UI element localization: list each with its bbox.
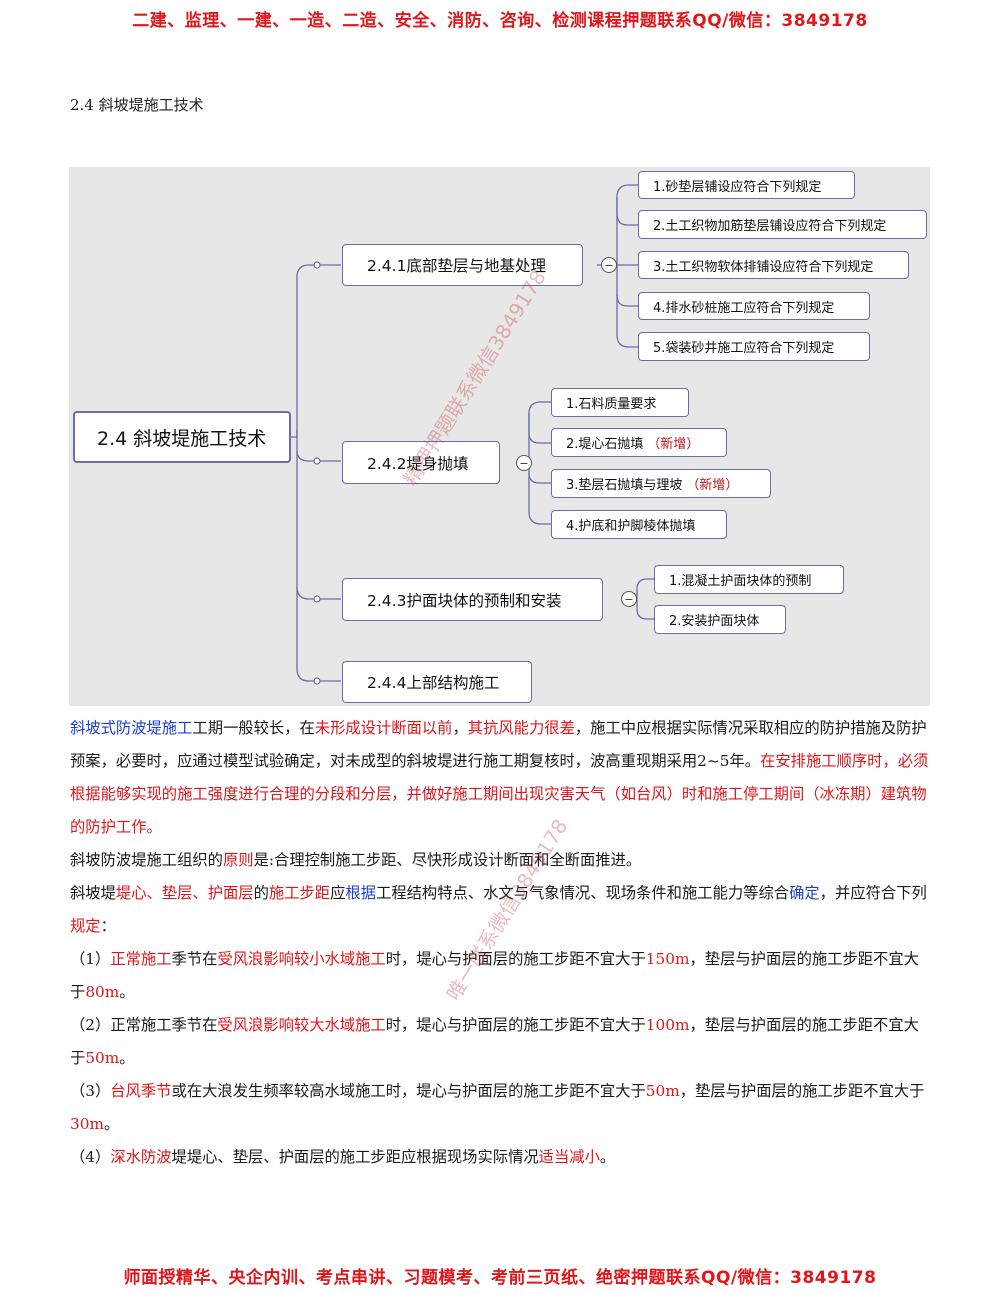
mind-map: 2.4 斜坡堤施工技术 2.4.1底部垫层与地基处理 − 1.砂垫层铺设应符合下…	[69, 167, 930, 706]
text-span: 。	[599, 1148, 616, 1166]
branch-2-4-3[interactable]: 2.4.3护面块体的预制和安装	[342, 578, 603, 621]
leaf-2-4-1-1[interactable]: 1.砂垫层铺设应符合下列规定	[638, 171, 855, 199]
leaf-label: 3.垫层石抛填与理坡	[566, 478, 683, 493]
text-span: 在安排施工顺序时，必须根据能够实现的施工强度进行合理的分段和分层，并做好施工期间…	[70, 752, 929, 836]
leaf-2-4-2-1[interactable]: 1.石料质量要求	[551, 388, 689, 417]
top-contact-banner: 二建、监理、一建、一造、二造、安全、消防、咨询、检测课程押题联系QQ/微信：38…	[132, 11, 868, 31]
text-span: ，	[452, 719, 468, 737]
leaf-2-4-3-1[interactable]: 1.混凝土护面块体的预制	[654, 565, 844, 594]
branch-2-4-4[interactable]: 2.4.4上部结构施工	[342, 661, 532, 703]
text-span: 正常施工	[110, 950, 172, 968]
text-span: 堤心、垫层、护面层	[115, 884, 254, 902]
text-span: 其抗风能力很差	[467, 719, 575, 737]
collapse-icon[interactable]: −	[601, 257, 617, 273]
text-span: （2）正常施工季节在	[70, 1016, 218, 1034]
new-badge: （新增）	[647, 437, 700, 452]
text-span: 工程结构特点、水文与气象情况、现场条件和施工能力等综合	[376, 884, 790, 902]
leaf-2-4-1-5[interactable]: 5.袋装砂井施工应符合下列规定	[638, 332, 870, 361]
text-span: ，垫层与护面层的施工步距不宜大于	[70, 1016, 919, 1067]
rule-item-1: （1）正常施工季节在受风浪影响较小水域施工时，堤心与护面层的施工步距不宜大于15…	[70, 943, 932, 1009]
text-span: 50m	[645, 1082, 680, 1100]
collapse-icon[interactable]: −	[621, 591, 637, 607]
leaf-2-4-3-2[interactable]: 2.安装护面块体	[654, 605, 786, 634]
leaf-label: 2.堤心石抛填	[566, 437, 644, 452]
leaf-2-4-1-2[interactable]: 2.土工织物加筋垫层铺设应符合下列规定	[638, 210, 927, 239]
text-span: 确定	[789, 884, 820, 902]
text-span: 80m	[85, 983, 120, 1001]
section-heading: 2.4 斜坡堤施工技术	[70, 96, 204, 114]
rule-item-3: （3）台风季节或在大浪发生频率较高水域施工时，堤心与护面层的施工步距不宜大于50…	[70, 1075, 932, 1141]
leaf-2-4-2-4[interactable]: 4.护底和护脚棱体抛填	[551, 510, 727, 539]
text-span: 100m	[645, 1016, 690, 1034]
collapse-icon[interactable]: −	[516, 455, 532, 471]
text-span: 。	[119, 1049, 135, 1067]
text-span: 堤堤心、垫层、护面层的施工步距应根据现场实际情况	[171, 1148, 539, 1166]
branch-2-4-2[interactable]: 2.4.2堤身抛填	[342, 441, 500, 484]
text-span: （1）	[70, 950, 111, 968]
text-span: ：	[100, 917, 116, 935]
text-span: 。	[119, 983, 135, 1001]
text-span: 斜坡防波堤施工组织的	[70, 851, 223, 869]
text-span: 根据	[345, 884, 377, 902]
text-span: 时，堤心与护面层的施工步距不宜大于	[385, 1016, 646, 1034]
text-span: 是:合理控制施工步距、尽快形成设计断面和全断面推进。	[253, 851, 642, 869]
paragraph-step-distance: 斜坡堤堤心、垫层、护面层的施工步距应根据工程结构特点、水文与气象情况、现场条件和…	[70, 877, 932, 943]
bottom-contact-banner: 师面授精华、央企内训、考点串讲、习题模考、考前三页纸、绝密押题联系QQ/微信：3…	[123, 1268, 877, 1288]
text-span: 深水防波	[110, 1148, 172, 1166]
mind-map-connectors	[291, 184, 654, 685]
text-span: ，并应符合下列	[819, 884, 927, 902]
text-span: 应	[330, 884, 346, 902]
text-span: 30m	[70, 1115, 104, 1133]
text-span: ，施工中应根据实际情况采取相应的防护措施及防护预案，必要时，应通过模型试验确定，…	[70, 719, 927, 770]
text-span: （3）	[70, 1082, 111, 1100]
text-span: 受风浪影响较小水域施工	[217, 950, 386, 968]
text-span: 时，堤心与护面层的施工步距不宜大于	[385, 950, 646, 968]
text-span: 季节在	[171, 950, 218, 968]
text-span: 适当减小	[538, 1148, 600, 1166]
text-span: 原则	[222, 851, 254, 869]
rule-item-2: （2）正常施工季节在受风浪影响较大水域施工时，堤心与护面层的施工步距不宜大于10…	[70, 1009, 932, 1075]
text-span: 斜坡式防波堤施工	[70, 719, 193, 737]
text-span: 受风浪影响较大水域施工	[217, 1016, 386, 1034]
text-span: 。	[103, 1115, 120, 1133]
text-span: ，垫层与护面层的施工步距不宜大于	[679, 1082, 925, 1100]
text-span: 工期一般较长，在	[192, 719, 315, 737]
leaf-2-4-1-3[interactable]: 3.土工织物软体排铺设应符合下列规定	[638, 251, 909, 279]
body-text: 斜坡式防波堤施工工期一般较长，在未形成设计断面以前，其抗风能力很差，施工中应根据…	[70, 712, 932, 1174]
branch-2-4-1[interactable]: 2.4.1底部垫层与地基处理	[342, 244, 583, 286]
leaf-2-4-2-2[interactable]: 2.堤心石抛填（新增）	[551, 428, 727, 457]
text-span: 或在大浪发生频率较高水域施工时，堤心与护面层的施工步距不宜大于	[171, 1082, 646, 1100]
paragraph-principle: 斜坡防波堤施工组织的原则是:合理控制施工步距、尽快形成设计断面和全断面推进。	[70, 844, 932, 877]
text-span: 规定	[70, 917, 101, 935]
text-span: 台风季节	[110, 1082, 172, 1100]
text-span: 斜坡堤	[70, 884, 116, 902]
new-badge: （新增）	[686, 478, 739, 493]
text-span: 施工步距	[268, 884, 331, 902]
leaf-2-4-2-3[interactable]: 3.垫层石抛填与理坡（新增）	[551, 469, 771, 498]
text-span: （4）	[70, 1148, 111, 1166]
text-span: 的	[253, 884, 269, 902]
text-span: 150m	[645, 950, 690, 968]
leaf-2-4-1-4[interactable]: 4.排水砂桩施工应符合下列规定	[638, 292, 870, 320]
text-span: ，垫层与护面层的施工步距不宜大于	[70, 950, 919, 1001]
paragraph-intro: 斜坡式防波堤施工工期一般较长，在未形成设计断面以前，其抗风能力很差，施工中应根据…	[70, 712, 932, 844]
root-node[interactable]: 2.4 斜坡堤施工技术	[73, 411, 291, 463]
rule-item-4: （4）深水防波堤堤心、垫层、护面层的施工步距应根据现场实际情况适当减小。	[70, 1141, 932, 1174]
text-span: 50m	[85, 1049, 120, 1067]
text-span: 未形成设计断面以前	[314, 719, 453, 737]
